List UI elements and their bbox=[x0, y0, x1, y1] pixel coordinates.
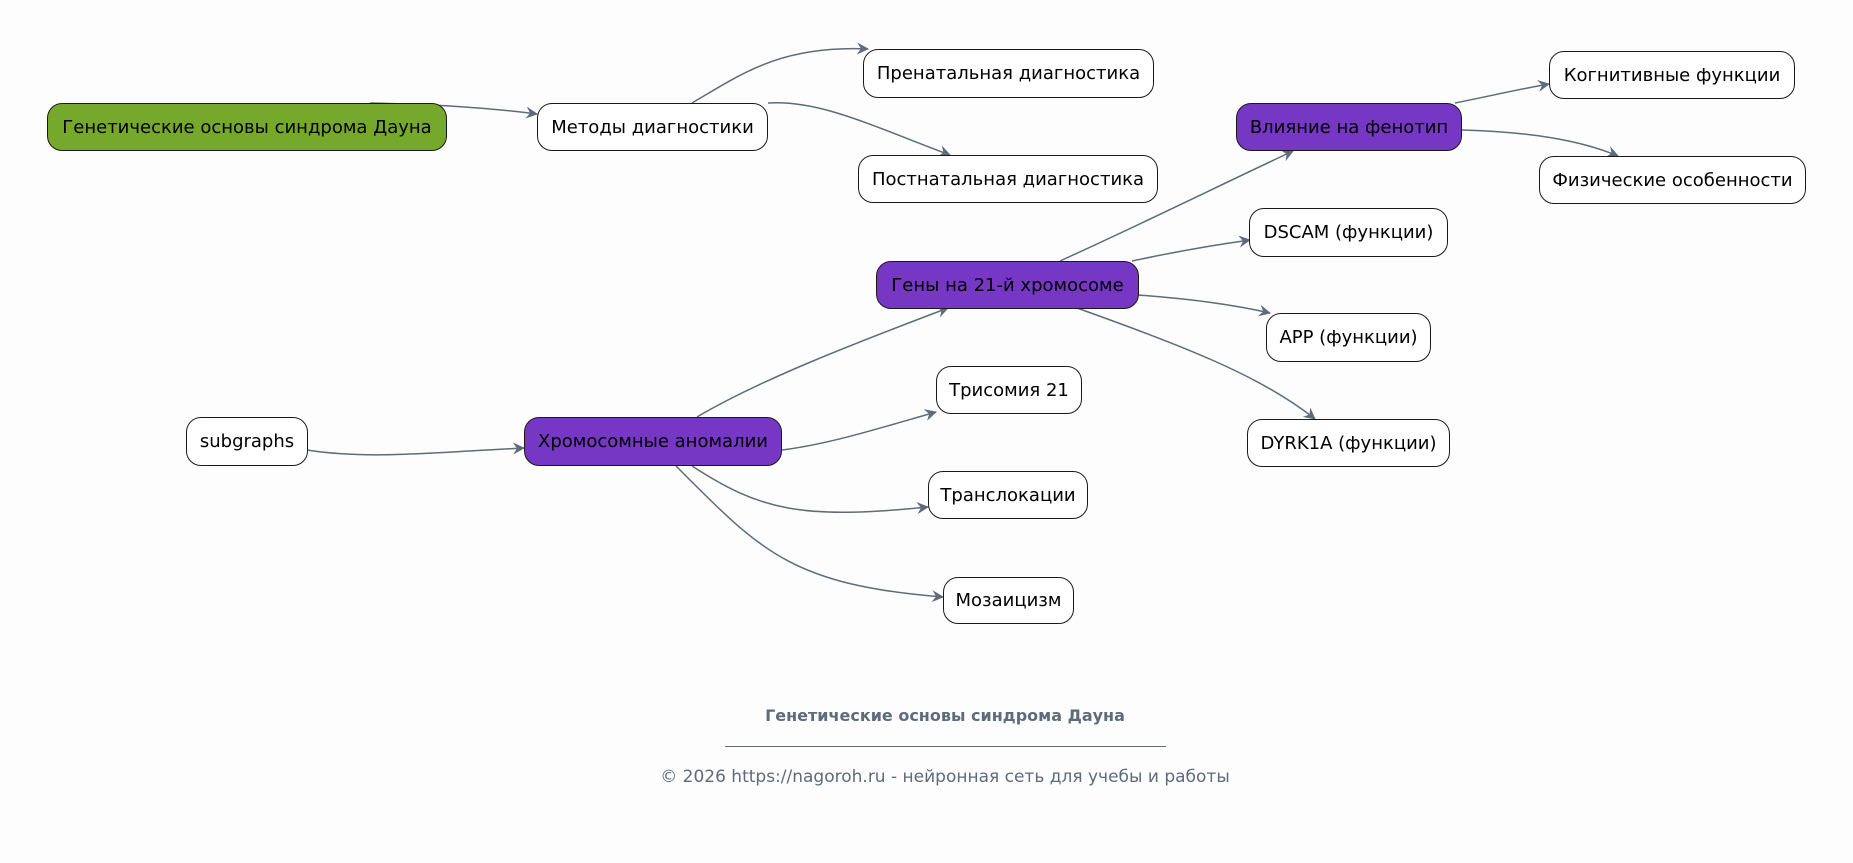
edge-chromo-transloc bbox=[691, 465, 929, 515]
node-subgraphs[interactable]: subgraphs bbox=[186, 417, 308, 466]
edge-chromo-genes bbox=[696, 306, 949, 418]
node-mosaic[interactable]: Мозаицизм bbox=[943, 577, 1074, 624]
edge-phenotype-cognitive bbox=[1454, 79, 1550, 104]
node-physical[interactable]: Физические особенности bbox=[1539, 156, 1806, 204]
edge-subgraphs-chromo bbox=[306, 442, 525, 456]
node-transloc[interactable]: Транслокации bbox=[928, 471, 1088, 519]
edge-genes-app bbox=[1137, 294, 1271, 317]
edge-phenotype-physical bbox=[1461, 129, 1619, 158]
edge-chromo-trisomy bbox=[781, 409, 937, 451]
node-app[interactable]: APP (функции) bbox=[1266, 313, 1431, 362]
node-root[interactable]: Генетические основы синдрома Дауна bbox=[47, 103, 447, 151]
edge-methods-prenatal bbox=[691, 42, 869, 104]
node-cognitive[interactable]: Когнитивные функции bbox=[1549, 51, 1795, 99]
node-chromo[interactable]: Хромосомные аномалии bbox=[524, 417, 782, 466]
edge-methods-postnatal bbox=[767, 102, 951, 157]
footer-title: Генетические основы синдрома Дауна bbox=[765, 706, 1125, 725]
edge-chromo-mosaic bbox=[675, 465, 944, 603]
node-postnatal[interactable]: Постнатальная диагностика bbox=[858, 155, 1158, 203]
footer-divider bbox=[725, 746, 1166, 747]
node-dscam[interactable]: DSCAM (функции) bbox=[1249, 208, 1448, 257]
node-dyrk1a[interactable]: DYRK1A (функции) bbox=[1247, 419, 1450, 467]
node-prenatal[interactable]: Пренатальная диагностика bbox=[863, 49, 1154, 98]
node-genes[interactable]: Гены на 21-й хромосоме bbox=[876, 261, 1139, 309]
node-trisomy[interactable]: Трисомия 21 bbox=[936, 366, 1082, 414]
node-methods[interactable]: Методы диагностики bbox=[537, 103, 768, 151]
node-phenotype[interactable]: Влияние на фенотип bbox=[1236, 103, 1462, 151]
edge-genes-dyrk1a bbox=[1076, 307, 1316, 420]
edge-genes-phenotype bbox=[1059, 150, 1294, 262]
footer-copyright: © 2026 https://nagoroh.ru - нейронная се… bbox=[660, 767, 1230, 787]
edge-genes-dscam bbox=[1131, 235, 1251, 262]
